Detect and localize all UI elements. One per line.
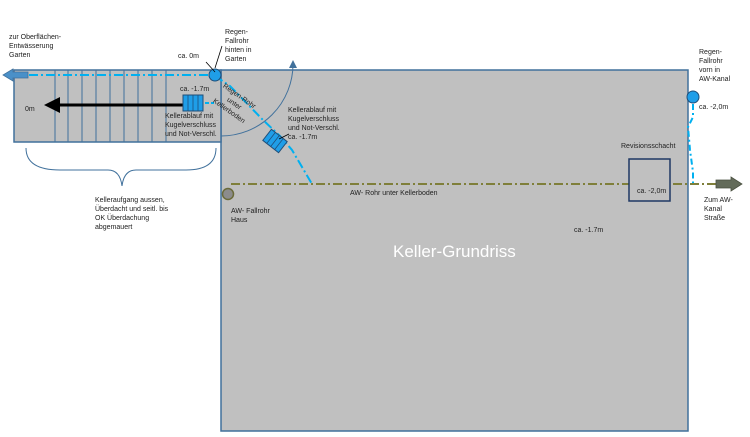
sewer-downpipe xyxy=(221,187,235,201)
arrow-left-icon xyxy=(44,97,190,113)
label-kelleraufgang: Kelleraufgang aussen, Überdacht und seit… xyxy=(95,197,169,231)
outlet-left-icon xyxy=(2,68,29,82)
label-revisionsschacht: Revisionsschacht xyxy=(621,143,676,150)
leader-regen-hinten xyxy=(214,45,223,69)
label-ca-20-box: ca. -2,0m xyxy=(637,188,667,195)
label-ca-0m: ca. 0m xyxy=(178,53,200,60)
label-ca-17-floor: ca. -1.7m xyxy=(574,227,604,234)
floor-drain-basement xyxy=(262,128,288,154)
rain-pipe-front xyxy=(686,104,694,183)
rain-downpipe-rear xyxy=(208,68,222,82)
basement-floor xyxy=(220,69,689,432)
label-regen-hinten: Regen- Fallrohr hinten in Garten xyxy=(225,29,252,63)
label-ca-20-right: ca. -2,0m xyxy=(699,104,729,111)
label-aw-fallrohr: AW- Fallrohr Haus xyxy=(231,208,270,224)
label-kellerablauf-left: Kellerablauf mit Kugelverschluss und Not… xyxy=(165,113,217,138)
main-title: Keller-Grundriss xyxy=(393,242,516,261)
label-zum-aw: Zum AW- Kanal Straße xyxy=(704,197,733,222)
leader-kellerablauf xyxy=(278,133,290,140)
stairwell-brace xyxy=(25,147,217,187)
inspection-shaft xyxy=(628,158,671,202)
floor-drain-stairs xyxy=(182,94,204,112)
label-kellerablauf-mid: Kellerablauf mit Kugelverschluss und Not… xyxy=(288,107,340,141)
outlet-right-icon xyxy=(715,176,743,192)
regen-rohr-arc xyxy=(220,60,297,137)
label-regen-vorn: Regen- Fallrohr vorn in AW-Kanal xyxy=(699,49,731,83)
leader-ca0 xyxy=(205,61,216,73)
label-aw-rohr: AW- Rohr unter Kellerboden xyxy=(350,190,438,197)
label-ca-17-stairs: ca. -1.7m xyxy=(180,86,210,93)
rain-downpipe-front xyxy=(686,90,700,104)
label-oberflaeche: zur Oberflächen- Entwässerung Garten xyxy=(9,34,62,59)
label-stair-0m: 0m xyxy=(25,106,35,113)
